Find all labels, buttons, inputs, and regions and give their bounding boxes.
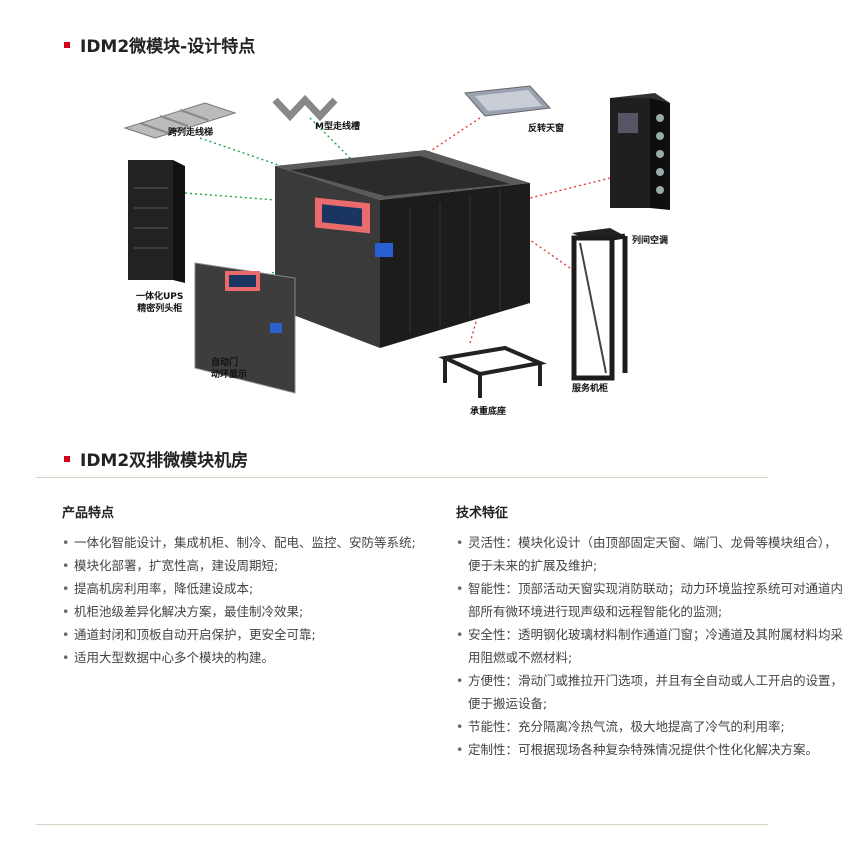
main-module-icon <box>275 150 530 348</box>
list-item: 方便性：滑动门或推拉开门选项，并且有全自动或人工开启的设置，便于搬运设备; <box>456 669 846 715</box>
section-title-design: IDM2微模块-设计特点 <box>64 32 255 57</box>
load-base-icon <box>438 345 547 398</box>
label-cross-tray: 跨列走线梯 <box>168 128 214 138</box>
label-door-line2: 动环显示 <box>211 370 248 380</box>
tech-heading: 技术特征 <box>456 506 509 521</box>
divider <box>36 824 768 825</box>
label-server-cabinet: 服务机柜 <box>572 384 609 394</box>
list-item: 安全性：透明钢化玻璃材料制作通道门窗；冷通道及其附属材料均采用阻燃或不燃材料; <box>456 623 846 669</box>
auto-door-icon <box>194 262 296 394</box>
list-item: 适用大型数据中心多个模块的构建。 <box>62 646 442 669</box>
label-ups-line1: 一体化UPS <box>136 292 184 302</box>
section-title-text: IDM2微模块-设计特点 <box>80 37 256 57</box>
list-item: 一体化智能设计，集成机柜、制冷、配电、监控、安防等系统; <box>62 531 442 554</box>
features-list: 一体化智能设计，集成机柜、制冷、配电、监控、安防等系统; 模块化部署，扩宽性高，… <box>62 531 442 669</box>
list-item: 通道封闭和顶板自动开启保护，更安全可靠; <box>62 623 442 646</box>
label-ups-line2: 精密列头柜 <box>137 304 183 314</box>
divider <box>36 477 768 478</box>
skylight-icon <box>463 85 552 117</box>
label-base: 承重底座 <box>470 407 507 417</box>
module-illustration <box>123 85 670 398</box>
module-diagram: 跨列走线梯 M型走线槽 反转天窗 列间空调 一体化UPS 精密列头柜 自动门 动… <box>110 78 710 428</box>
label-door: 自动门 动环显示 <box>211 357 247 381</box>
list-item: 模块化部署，扩宽性高，建设周期短; <box>62 554 442 577</box>
list-item: 机柜池级差异化解决方案，最佳制冷效果; <box>62 600 442 623</box>
tech-column: 技术特征 灵活性：模块化设计（由顶部固定天窗、端门、龙骨等模块组合），便于未来的… <box>456 502 846 761</box>
section-title-double-row: IDM2双排微模块机房 <box>64 446 248 471</box>
section-title-text: IDM2双排微模块机房 <box>80 451 249 471</box>
inrow-ac-icon <box>610 93 670 210</box>
ups-cabinet-icon <box>128 160 185 283</box>
list-item: 智能性：顶部活动天窗实现消防联动；动力环境监控系统可对通道内部所有微环境进行现声… <box>456 577 846 623</box>
list-item: 提高机房利用率，降低建设成本; <box>62 577 442 600</box>
label-inrow-ac: 列间空调 <box>632 236 669 246</box>
label-skylight: 反转天窗 <box>528 124 565 134</box>
label-ups: 一体化UPS 精密列头柜 <box>136 291 183 315</box>
cross-tray-icon <box>123 102 237 139</box>
label-m-tray: M型走线槽 <box>315 122 360 132</box>
tech-list: 灵活性：模块化设计（由顶部固定天窗、端门、龙骨等模块组合），便于未来的扩展及维护… <box>456 531 846 761</box>
server-cabinet-icon <box>571 228 628 381</box>
features-heading: 产品特点 <box>62 506 115 521</box>
red-square-marker <box>64 41 70 48</box>
list-item: 定制性：可根据现场各种复杂特殊情况提供个性化化解决方案。 <box>456 738 846 761</box>
red-square-marker <box>64 455 70 462</box>
list-item: 灵活性：模块化设计（由顶部固定天窗、端门、龙骨等模块组合），便于未来的扩展及维护… <box>456 531 846 577</box>
m-tray-icon <box>272 94 338 122</box>
label-door-line1: 自动门 <box>211 358 239 368</box>
list-item: 节能性：充分隔离冷热气流，极大地提高了冷气的利用率; <box>456 715 846 738</box>
features-column: 产品特点 一体化智能设计，集成机柜、制冷、配电、监控、安防等系统; 模块化部署，… <box>62 502 442 669</box>
